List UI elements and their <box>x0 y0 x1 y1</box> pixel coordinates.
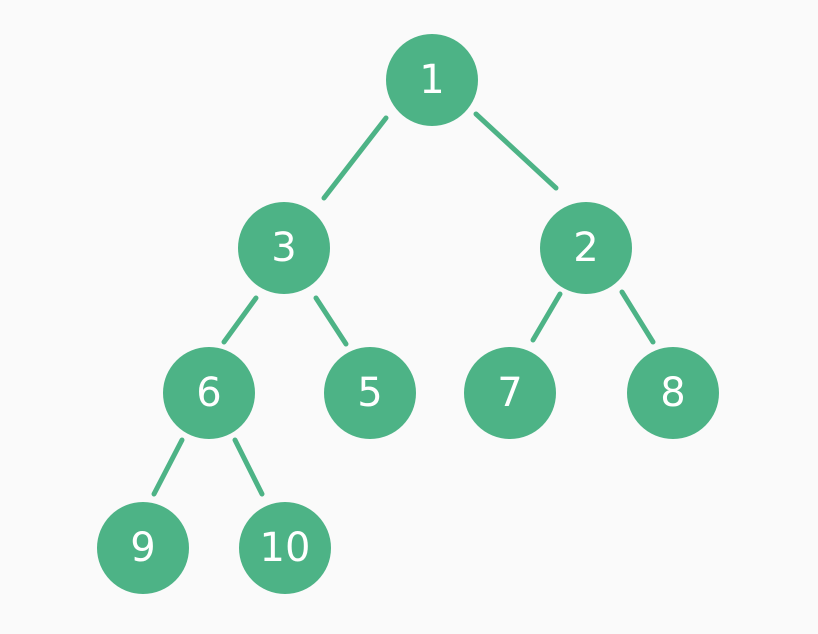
node-circle <box>627 347 719 439</box>
node-circle <box>163 347 255 439</box>
tree-node-9: 9 <box>97 502 189 594</box>
edge-2-7 <box>530 291 563 343</box>
edge-1-2 <box>473 111 559 191</box>
node-label: 7 <box>497 370 522 416</box>
tree-node-1: 1 <box>386 34 478 126</box>
edge-1-3 <box>321 115 389 201</box>
node-label: 6 <box>196 370 221 416</box>
node-circle <box>324 347 416 439</box>
node-circle <box>386 34 478 126</box>
tree-node-3: 3 <box>238 202 330 294</box>
tree-node-2: 2 <box>540 202 632 294</box>
edge-2-8 <box>619 289 656 345</box>
node-circle <box>97 502 189 594</box>
node-label: 3 <box>271 225 296 271</box>
node-circle <box>238 202 330 294</box>
node-label: 5 <box>357 370 382 416</box>
tree-node-6: 6 <box>163 347 255 439</box>
edge-6-10 <box>232 437 265 497</box>
tree-node-8: 8 <box>627 347 719 439</box>
tree-node-10: 10 <box>239 502 331 594</box>
node-circle <box>540 202 632 294</box>
node-circle <box>464 347 556 439</box>
node-label: 2 <box>573 225 598 271</box>
tree-node-7: 7 <box>464 347 556 439</box>
edge-3-6 <box>221 295 259 345</box>
node-circle <box>239 502 331 594</box>
edge-3-5 <box>313 295 349 347</box>
edge-6-9 <box>151 437 185 497</box>
edges <box>151 111 656 497</box>
node-label: 9 <box>130 525 155 571</box>
tree-node-5: 5 <box>324 347 416 439</box>
node-label: 8 <box>660 370 685 416</box>
node-label: 1 <box>419 57 444 103</box>
node-label: 10 <box>260 525 311 571</box>
